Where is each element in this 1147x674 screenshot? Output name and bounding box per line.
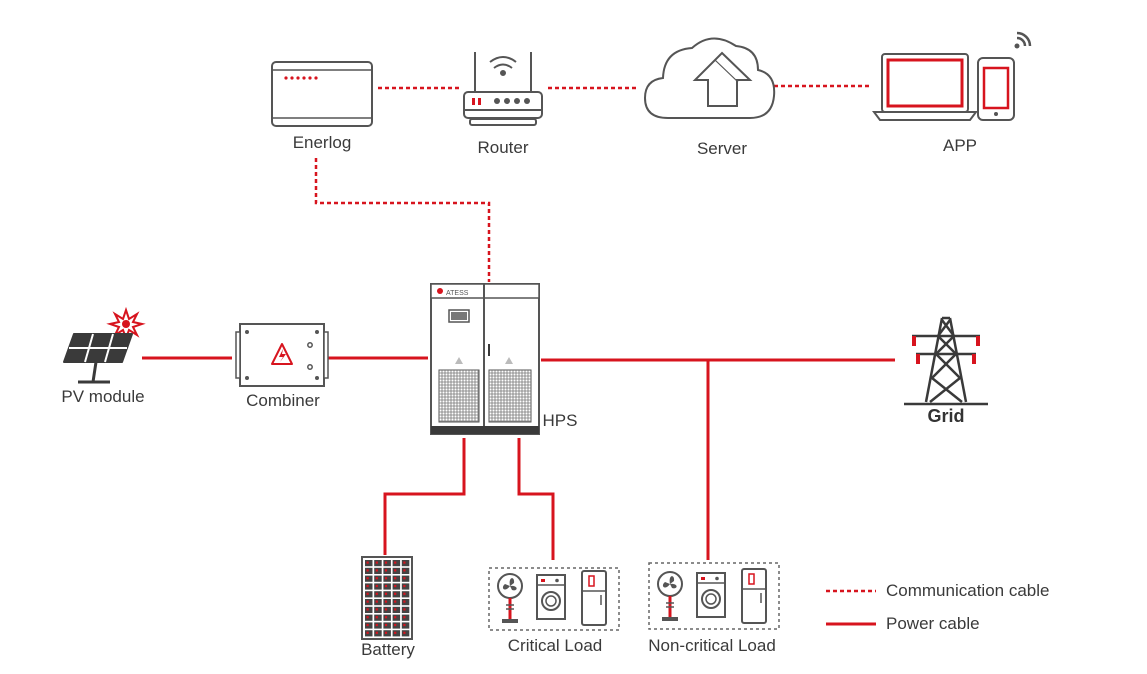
server-label: Server: [697, 139, 747, 158]
combiner-box-icon: [235, 323, 329, 387]
communication-cables: [314, 84, 872, 282]
fridge-icon: [581, 570, 607, 626]
fridge-icon: [741, 568, 767, 624]
battery-cells: [365, 560, 410, 637]
power-cables: [142, 356, 895, 560]
enerlog-label: Enerlog: [293, 133, 352, 152]
warning-icon: [271, 343, 293, 365]
enerlog-icon: [271, 61, 373, 127]
legend: Communication cable Power cable: [826, 581, 1049, 633]
laptop-icon: [872, 53, 978, 121]
hps-label: HPS: [543, 411, 578, 430]
fan-icon: [657, 571, 683, 621]
fan-icon: [497, 573, 523, 623]
combiner-label: Combiner: [246, 391, 320, 410]
hps-brand-text: ATESS: [446, 290, 469, 297]
critical-load-label: Critical Load: [508, 636, 603, 655]
hps-cabinet-icon: ATESS: [430, 283, 540, 435]
noncritical-load-label: Non-critical Load: [648, 636, 776, 655]
washing-machine-icon: [536, 574, 566, 620]
legend-power-label: Power cable: [886, 614, 980, 633]
solar-panel-icon: [63, 306, 146, 384]
pv-module-label: PV module: [61, 387, 144, 406]
battery-rack-icon: [361, 556, 413, 640]
power-cable-hps-critical: [517, 438, 555, 560]
router-icon: [463, 52, 543, 126]
grid-label: Grid: [927, 406, 964, 426]
app-label: APP: [943, 136, 977, 155]
battery-label: Battery: [361, 640, 415, 659]
washing-machine-icon: [696, 572, 726, 618]
legend-communication-label: Communication cable: [886, 581, 1049, 600]
critical-load-group: [488, 567, 620, 631]
power-cable-hps-battery: [383, 438, 466, 555]
hps-vent-right: [488, 369, 532, 423]
cloud-server-icon: [643, 37, 776, 119]
noncritical-load-group: [648, 562, 780, 630]
phone-icon: [977, 57, 1015, 121]
hps-vent-left: [438, 369, 480, 423]
wifi-icon: [1014, 31, 1032, 49]
comm-cable-enerlog-hps: [314, 158, 491, 282]
pylon-icon: [904, 316, 988, 406]
router-label: Router: [477, 138, 528, 157]
